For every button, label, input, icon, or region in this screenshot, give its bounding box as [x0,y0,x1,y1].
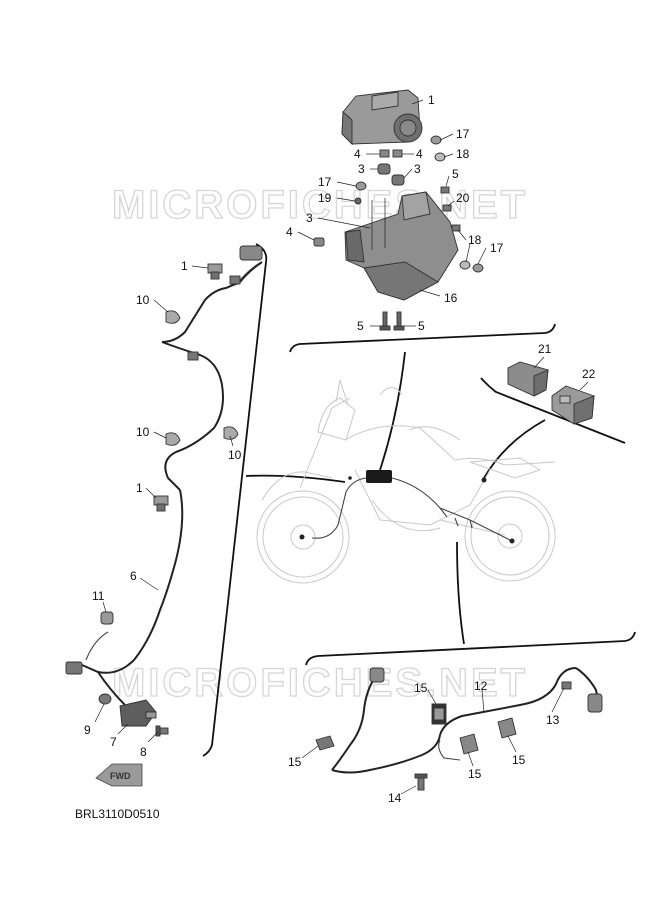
label-15-b: 15 [288,755,302,769]
front-connector [65,661,83,675]
motorcycle-outline [256,379,556,584]
fwd-label: FWD [110,771,131,781]
label-7: 7 [110,735,117,749]
label-18-right: 18 [468,233,482,247]
label-9: 9 [84,723,91,737]
sensor-22 [551,385,595,425]
clamp-10-a [165,310,181,324]
label-13: 13 [546,713,560,727]
label-8: 8 [140,745,147,759]
label-4-right: 4 [416,147,423,161]
clamp-1-top [207,263,223,280]
label-21: 21 [538,342,552,356]
fwd-arrow: FWD [95,763,143,787]
label-17-left: 17 [318,175,332,189]
bracket-sensors [480,377,626,444]
clamp-10-b [165,432,181,446]
label-10-c: 10 [228,448,242,462]
front-small-parts [65,263,239,737]
clamp-15-a [315,735,335,751]
bolt-13 [561,681,572,690]
clamp-15-c [459,733,479,755]
front-wheel-sensor-7 [119,699,157,727]
clamp-15-d [497,717,517,739]
bike-abs-unit-highlight [299,470,515,544]
label-4-left: 4 [354,147,361,161]
label-14: 14 [388,791,402,805]
label-2: 1 [428,93,435,107]
label-4-c: 4 [286,225,293,239]
bolt-14 [414,773,428,791]
label-10-b: 10 [136,425,150,439]
label-11: 11 [92,589,105,603]
label-12: 12 [474,679,488,693]
label-6: 6 [130,569,137,583]
label-15-a: 15 [414,681,428,695]
label-5-left: 5 [357,319,364,333]
front-wheel-sensor-harness [81,245,263,706]
connector-hydraulic-to-bike [379,351,406,471]
label-1-bottom: 1 [136,481,143,495]
label-18-top: 18 [456,147,470,161]
bracket [344,191,459,301]
label-19: 19 [318,191,332,205]
bolt-8 [155,725,169,737]
label-10-a: 10 [136,293,150,307]
label-17-top: 17 [456,127,470,141]
label-3-a: 3 [358,162,365,176]
connector-sensors-to-bike [483,419,546,479]
label-5-top: 5 [452,167,459,181]
damper-11 [100,611,114,625]
connector-rear-to-bike [456,541,465,645]
rear-wheel-sensor-harness [331,667,603,774]
hydraulic-unit [341,89,423,146]
label-16: 16 [444,291,458,305]
clamp-15-b [431,703,447,725]
connector-front-to-bike [245,474,346,483]
clamp-10-c [223,426,239,440]
rear-small-parts [315,681,572,791]
hydraulic-unit-assembly [313,89,484,331]
label-15-d: 15 [512,753,526,767]
bottom-bolts [379,311,405,331]
label-20: 20 [456,191,470,205]
watermark-top: MICROFICHES.NET [112,183,528,227]
part-numbers: 1 17 18 4 4 3 3 17 5 19 20 3 4 18 17 16 … [84,93,596,805]
label-3-c: 3 [306,211,313,225]
label-1-top: 1 [181,259,188,273]
leader-lines [94,99,589,795]
sensor-21 [507,361,549,397]
label-15-c: 15 [468,767,482,781]
collar-9 [98,693,112,705]
bracket-rear-harness [305,631,636,666]
label-17-right: 17 [490,241,504,255]
label-5-right: 5 [418,319,425,333]
bracket-hydraulic-unit [289,323,556,353]
watermark-bottom: MICROFICHES.NET [112,661,528,705]
label-3-b: 3 [414,162,421,176]
label-22: 22 [582,367,596,381]
diagram-code: BRL3110D0510 [75,807,160,821]
clamp-1-bottom [153,495,169,512]
